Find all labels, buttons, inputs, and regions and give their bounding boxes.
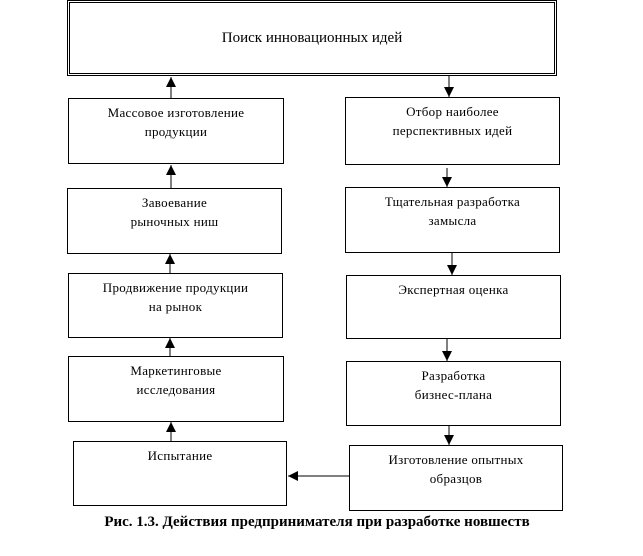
box-marketing-research: Маркетинговые исследования [68, 356, 284, 422]
box-testing: Испытание [73, 441, 287, 506]
box-concept-development: Тщательная разработка замысла [345, 187, 560, 253]
box-idea-selection: Отбор наиболее перспективных идей [345, 97, 560, 165]
figure-caption: Рис. 1.3. Действия предпринимателя при р… [104, 514, 530, 530]
top-box-label: Поиск инновационных идей [221, 29, 403, 46]
box-promotion: Продвижение продукции на рынок [68, 273, 283, 338]
box-business-plan: Разработка бизнес-плана [346, 361, 561, 426]
top-box-idea-search: Поиск инновационных идей [67, 0, 557, 76]
box-market-niches: Завоевание рыночных ниш [67, 188, 282, 254]
box-expert-evaluation: Экспертная оценка [346, 275, 561, 339]
box-prototypes: Изготовление опытных образцов [349, 445, 563, 511]
box-mass-production: Массовое изготовление продукции [68, 98, 284, 164]
